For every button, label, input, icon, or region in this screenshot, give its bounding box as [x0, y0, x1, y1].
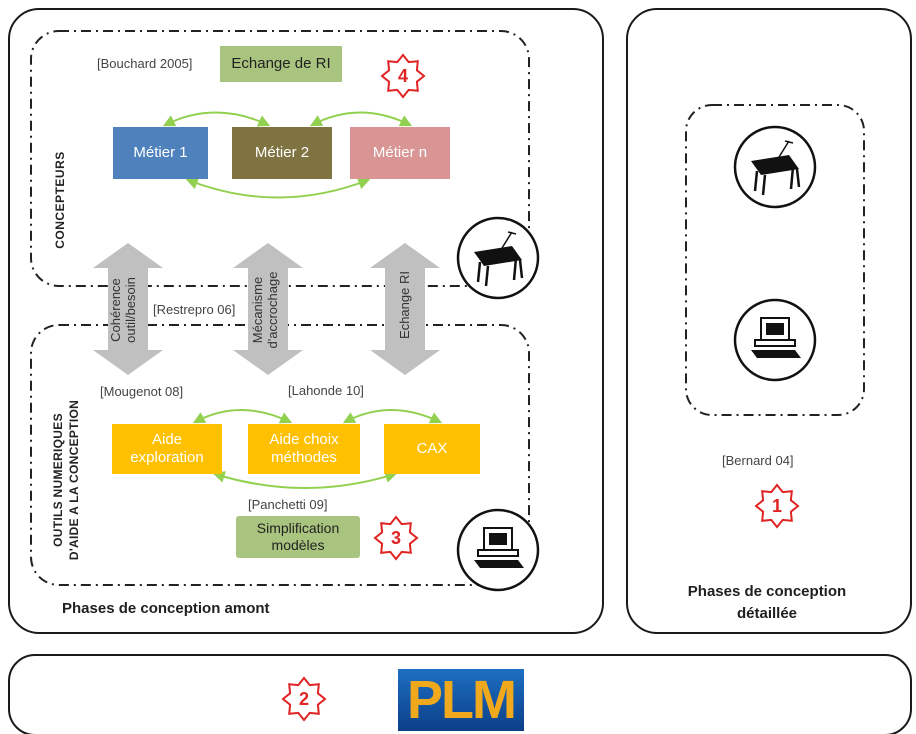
box-echange-ri: Echange de RI [220, 46, 342, 82]
arrow-label-mecanisme: Mécanisme d'accrochage [250, 265, 280, 355]
arrow-coherence [93, 243, 163, 375]
star-shape [754, 483, 800, 529]
ref-bouchard: [Bouchard 2005] [97, 56, 193, 71]
star-badge-1: 1 [755, 484, 799, 528]
star-number-3: 3 [390, 527, 401, 548]
star-badge-3: 3 [374, 516, 418, 560]
phase-detaillee-line2: détaillée [736, 605, 798, 622]
star-badge-4: 4 [381, 54, 425, 98]
link-m1-m2 [162, 111, 271, 127]
box-aide-exploration: Aide exploration [112, 424, 222, 474]
link-ae-cax [212, 471, 398, 489]
arrow-label-coherence-line1: Cohérence [108, 278, 123, 342]
star-shape [373, 515, 419, 561]
box-metier-1: Métier 1 [113, 127, 208, 179]
link-ac-cax [342, 409, 443, 424]
frame-amont [8, 8, 604, 634]
drafting-table-icon [733, 125, 817, 209]
link-m2-mn [309, 111, 413, 127]
link-ae-ac [192, 409, 293, 424]
box-metier-n: Métier n [350, 127, 450, 179]
plm-logo-text: PLM [407, 670, 517, 730]
label-outils: Outils numeriques d'aide a la conception [50, 380, 82, 580]
arrow-mecanisme [233, 243, 303, 375]
arrow-label-coherence: Cohérence outil/besoin [108, 265, 138, 355]
arrow-label-echange: Echange RI [397, 271, 412, 339]
arrow-echange-ri [370, 243, 440, 375]
star-number-1: 1 [771, 495, 782, 516]
group-detaillee [685, 104, 865, 416]
box-cax: CAX [384, 424, 480, 474]
computer-icon [733, 298, 817, 382]
arrow-label-coherence-line2: outil/besoin [123, 277, 138, 343]
frame-detaillee [626, 8, 912, 634]
ref-panchetti: [Panchetti 09] [248, 497, 328, 512]
phase-amont-label: Phases de conception amont [62, 600, 270, 617]
star-number-4: 4 [397, 65, 408, 86]
computer-icon [456, 508, 540, 592]
label-outils-line1: Outils numeriques [51, 413, 65, 547]
star-number-2: 2 [298, 688, 309, 709]
box-aide-choix: Aide choix méthodes [248, 424, 360, 474]
star-shape [281, 676, 327, 722]
link-m1-mn [185, 177, 371, 199]
box-simplification: Simplification modèles [236, 516, 360, 558]
drafting-table-icon [456, 216, 540, 300]
label-outils-line2: d'aide a la conception [67, 399, 81, 561]
plm-logo: PLM [398, 669, 524, 731]
ref-restrepo: [Restrepro 06] [153, 302, 236, 317]
phase-detaillee-label: Phases de conception détaillée [662, 581, 872, 625]
star-badge-2: 2 [282, 677, 326, 721]
label-concepteurs: Concepteurs [53, 151, 67, 249]
ref-bernard: [Bernard 04] [722, 453, 794, 468]
ref-lahonde: [Lahonde 10] [288, 383, 364, 398]
arrow-label-mecanisme-line1: Mécanisme [250, 276, 265, 344]
ref-mougenot: [Mougenot 08] [100, 384, 184, 399]
star-shape [380, 53, 426, 99]
phase-detaillee-line1: Phases de conception [687, 583, 847, 600]
box-metier-2: Métier 2 [232, 127, 332, 179]
arrow-label-mecanisme-line2: d'accrochage [265, 271, 280, 349]
frame-plm [8, 654, 912, 734]
